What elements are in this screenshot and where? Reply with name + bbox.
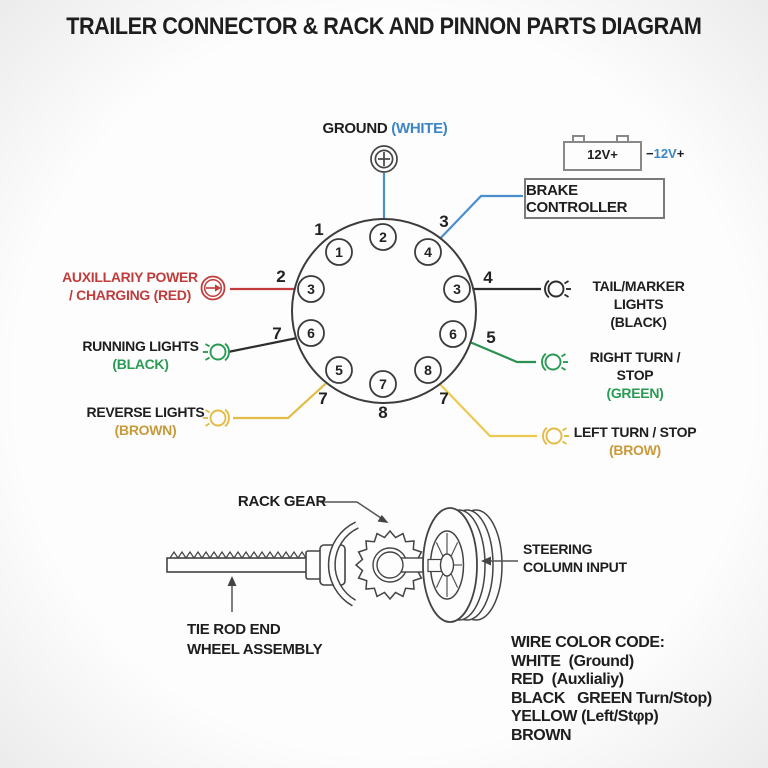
left-turn-line1: LEFT TURN / STOP [573,424,697,440]
outer-number: 7 [439,389,448,408]
steering-column-label: STEERING COLUMN INPUT [523,540,653,576]
outer-number: 8 [378,403,387,422]
battery-side-label: −12V+ [646,146,684,161]
battery-plus: + [676,146,685,161]
aux-power-icon [200,275,226,301]
wire-right-turn-green [464,338,536,364]
ground-label: GROUND (WHITE) [285,120,485,138]
rack-rod [166,557,311,573]
tail-marker-line2: (BLACK) [610,314,667,330]
pin-6-left: 6 [297,319,325,347]
legend-row-yellow: YELLOW (Left/Stφp) [511,708,659,725]
left-turn-stop-icon [542,426,569,446]
svg-text:8: 8 [424,362,432,378]
legend-title: WIRE COLOR CODE: [511,634,665,651]
brake-controller-box: BRAKE CONTROLLER [524,178,665,219]
battery-voltage-label: 12V+ [587,147,618,162]
wheel [422,507,503,623]
svg-text:1: 1 [335,244,343,260]
svg-text:7: 7 [379,376,387,392]
wire-reverse-gold [233,375,335,420]
crescent-guard-inner [329,522,359,606]
legend-row-red: RED (Auxlialiy) [511,671,624,688]
rack-teeth [169,550,307,560]
tail-marker-lights-label: TAIL/MARKER LIGHTS (BLACK) [566,277,711,331]
right-turn-stop-icon [541,352,568,372]
steering-line2: COLUMN INPUT [523,559,627,575]
tie-rod-line2: WHEEL ASSEMBLY [187,641,323,658]
rack-gear-label: RACK GEAR [237,493,327,510]
svg-text:5: 5 [335,362,343,378]
left-turn-line2: (BROW) [609,442,661,458]
running-lights-label: RUNNING LIGHTS (BLACK) [78,337,203,373]
outer-wire-numbers: 1 3 2 4 7 5 7 7 8 [272,212,495,422]
brake-controller-label: BRAKE CONTROLLER [526,181,628,216]
tie-rod-label: TIE ROD END WHEEL ASSEMBLY [187,620,347,660]
battery-12v: 12V [653,146,677,161]
wire-running-black [227,335,303,354]
rack-and-pinion-drawing [166,501,518,623]
outer-number: 1 [314,220,323,239]
running-lights-line2: (BLACK) [112,356,169,372]
ground-color-text: (WHITE) [391,120,448,137]
outer-number: 7 [272,324,281,343]
aux-power-line2: / CHARGING (RED) [69,287,191,303]
reverse-lights-line2: (BROWN) [114,422,177,438]
right-turn-line2: (GREEN) [606,385,664,401]
pin-5: 5 [325,356,353,384]
reverse-lights-label: REVERSE LIGHTS (BROWN) [83,403,208,439]
outer-number: 5 [486,328,495,347]
running-lights-icon [203,342,230,362]
leader-lines [227,501,518,612]
connector-pins: 1 2 4 3 3 6 6 5 7 8 [297,223,471,398]
aux-power-line1: AUXILLARIY POWER [62,269,198,285]
battery-icon [563,135,642,171]
pin-2: 2 [369,223,397,251]
legend-row-black-green: BLACK GREEN Turn/Stop) [511,689,712,707]
wire-left-turn-yellow [433,377,537,438]
ground-symbol-icon [370,145,398,173]
running-lights-line1: RUNNING LIGHTS [82,338,199,354]
reverse-lights-icon [203,408,230,428]
pin-8: 8 [414,356,442,384]
pin-3-right: 3 [443,275,471,303]
pin-7: 7 [369,370,397,398]
right-turn-stop-label: RIGHT TURN / STOP (GREEN) [570,348,700,402]
legend-row-brown: BROWN [511,726,572,744]
wheel-hub [439,553,455,577]
pin-4: 4 [414,238,442,266]
svg-text:6: 6 [307,325,315,341]
rack-collar-small [305,550,322,580]
steering-line1: STEERING [523,541,593,557]
pin-3-left: 3 [297,275,325,303]
svg-text:6: 6 [449,326,457,342]
pinion-hub [376,551,404,579]
outer-number: 2 [276,267,285,286]
page-title: TRAILER CONNECTOR & RACK AND PINNON PART… [66,13,702,40]
outer-number: 7 [318,389,327,408]
svg-text:3: 3 [453,281,461,297]
outer-number: 3 [439,212,448,231]
outer-number: 4 [483,268,493,287]
right-turn-line1: RIGHT TURN / STOP [589,349,681,383]
ground-label-text: GROUND [322,120,388,137]
left-turn-stop-label: LEFT TURN / STOP (BROW) [570,423,700,459]
legend-row-white: WHITE (Ground) [511,652,634,670]
battery-minus: − [646,146,654,161]
wire-color-code-legend: WIRE COLOR CODE: WHITE (Ground) RED (Aux… [511,634,712,745]
aux-power-label: AUXILLARIY POWER / CHARGING (RED) [55,268,205,304]
tie-rod-line1: TIE ROD END [187,621,281,638]
tail-marker-line1: TAIL/MARKER LIGHTS [592,278,685,312]
pin-1: 1 [325,238,353,266]
svg-text:2: 2 [379,229,387,245]
wire-brake-controller [432,194,523,247]
tail-marker-lights-icon [544,279,571,299]
pin-6-right: 6 [439,320,467,348]
reverse-lights-line1: REVERSE LIGHTS [86,404,205,420]
svg-text:4: 4 [424,244,432,260]
svg-text:3: 3 [307,281,315,297]
